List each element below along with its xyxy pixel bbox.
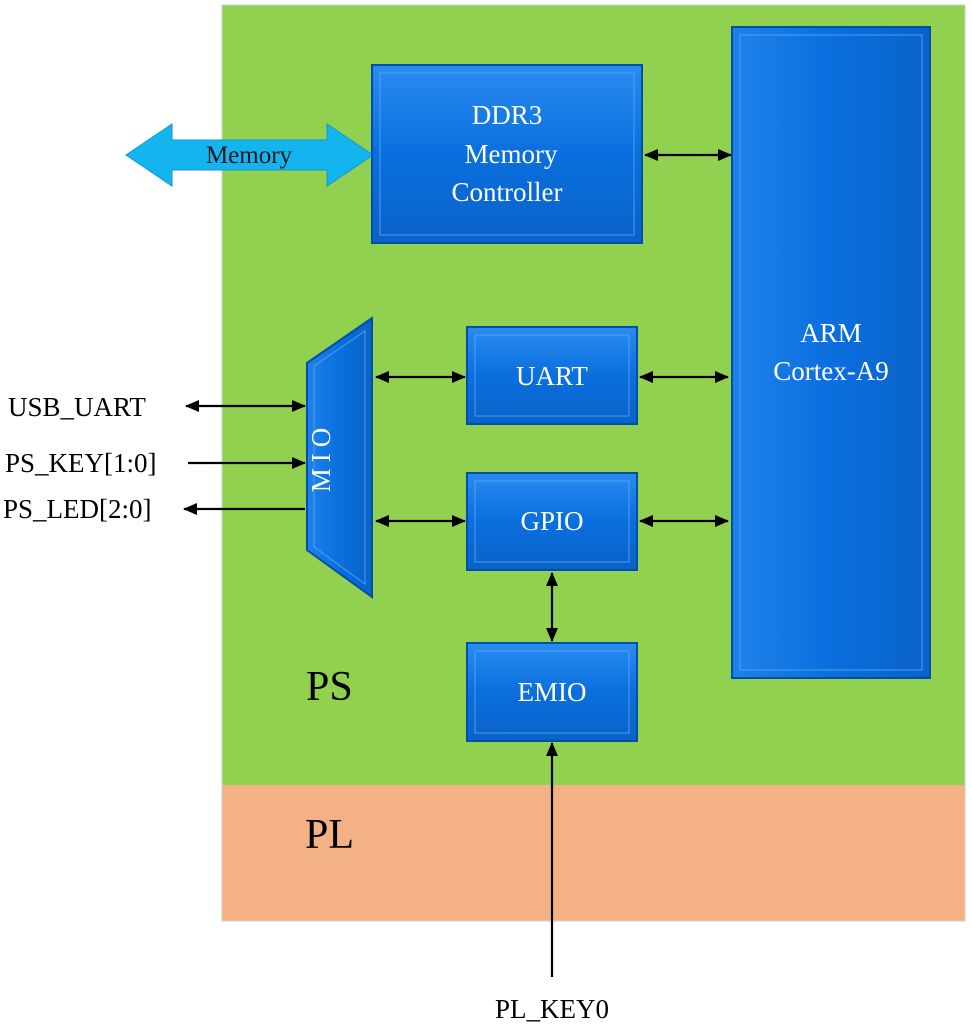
arm-label-line-1: ARM [800,318,862,348]
uart-label: UART [516,361,588,391]
emio-label: EMIO [518,677,587,707]
ddr3-label-line-1: DDR3 [472,100,543,130]
gpio-block: GPIO [466,472,638,571]
ddr3-memory-controller-block: DDR3 Memory Controller [371,64,643,244]
memory-bus-label: Memory [206,142,293,169]
ddr3-label-line-3: Controller [452,177,563,207]
usb-uart-label: USB_UART [8,392,146,422]
emio-block: EMIO [466,642,638,742]
mio-block: MIO [306,316,373,599]
arm-cortex-a9-block: ARM Cortex-A9 [731,26,931,679]
ps-region-label: PS [306,664,353,710]
gpio-label: GPIO [520,506,583,536]
pl-region [222,785,965,921]
mio-label: MIO [306,422,336,493]
arm-label-line-2: Cortex-A9 [773,356,888,386]
ddr3-label-line-2: Memory [465,139,558,169]
ps-key-label: PS_KEY[1:0] [5,448,157,478]
uart-block: UART [466,326,638,425]
pl-region-label: PL [305,812,354,858]
ps-led-label: PS_LED[2:0] [3,494,152,524]
pl-key0-label: PL_KEY0 [495,994,609,1024]
